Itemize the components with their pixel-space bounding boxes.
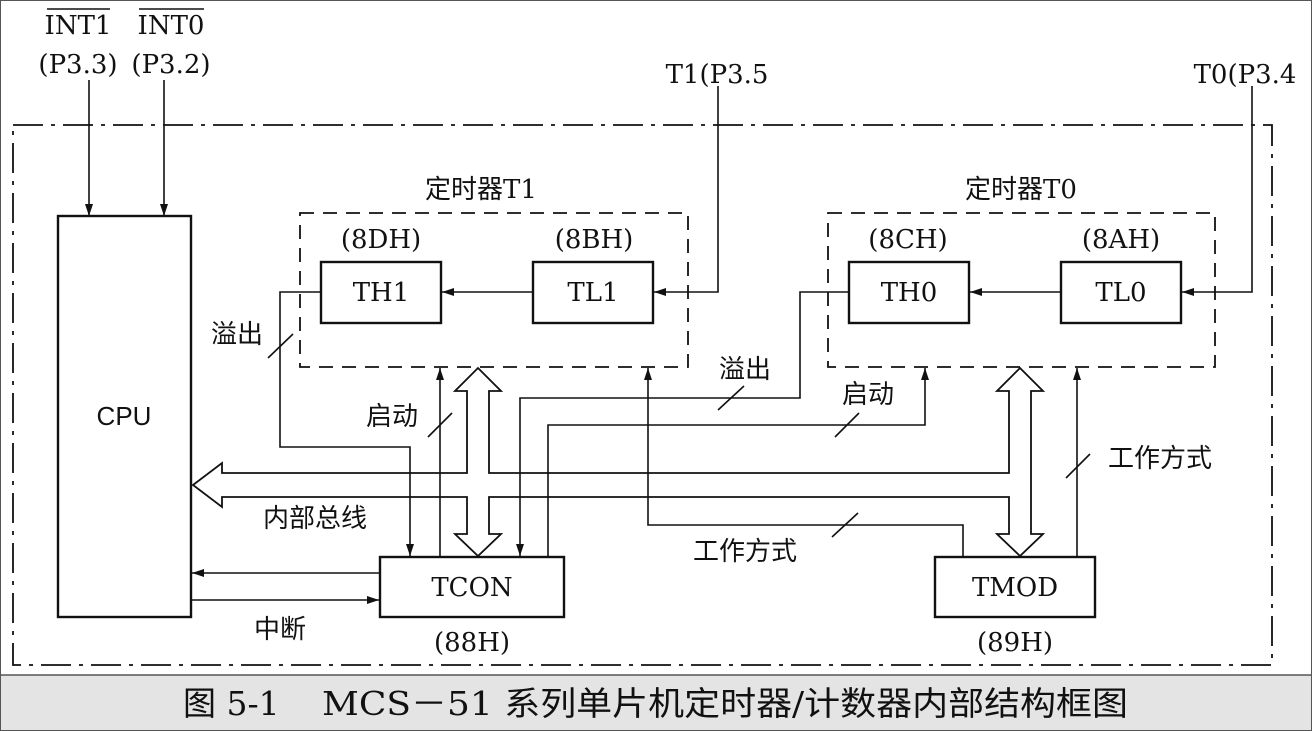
t1-mode-label: 工作方式 [693, 537, 797, 567]
th0-address: (8CH) [868, 225, 947, 255]
interrupt-label: 中断 [254, 615, 306, 645]
int0-pin-label: (P3.2) [131, 50, 210, 80]
t1-overflow-label: 溢出 [211, 320, 263, 350]
t0-start-label: 启动 [842, 380, 894, 410]
tl1-address: (8BH) [555, 225, 634, 255]
chip-boundary [12, 124, 1273, 666]
t1-mode-wire [644, 368, 964, 557]
tl0-register [1059, 260, 1183, 325]
tcon-register [378, 555, 566, 619]
tl1-register [531, 260, 655, 325]
t1-mode-slash [831, 512, 859, 538]
t1-pin-label: T1(P3.5 [666, 60, 769, 90]
tcon-label: TCON [431, 573, 512, 603]
t1-start-slash [427, 412, 453, 438]
timer0-group [827, 212, 1216, 368]
tl0-label: TL0 [1095, 278, 1146, 308]
th0-overflow-slash [717, 385, 745, 411]
t0-start-slash [834, 412, 860, 438]
timer1-title: 定时器T1 [425, 175, 537, 205]
t0-input-wire [1182, 86, 1253, 296]
t0-overflow-label: 溢出 [719, 355, 771, 385]
tmod-address: (89H) [977, 628, 1053, 658]
th0-overflow-wire [516, 291, 849, 556]
tmod-register [933, 555, 1097, 619]
int1-label: INT1 [45, 11, 112, 41]
internal-bus-label: 内部总线 [263, 504, 367, 534]
tl0-address: (8AH) [1082, 225, 1160, 255]
timer0-title: 定时器T0 [965, 175, 1077, 205]
caption-figure-number: 图 5-1 [183, 684, 280, 723]
tl1-label: TL1 [567, 278, 618, 308]
tmod-label: TMOD [972, 573, 1058, 603]
t0-mode-slash [1065, 453, 1091, 479]
caption-title: MCS－51 系列单片机定时器/计数器内部结构框图 [322, 684, 1128, 723]
int0-label: INT0 [138, 11, 205, 41]
th1-overflow-slash [267, 333, 294, 359]
t0-start-wire [547, 368, 929, 557]
t0-mode-label: 工作方式 [1108, 444, 1212, 474]
cpu-block [56, 214, 193, 619]
timer1-group [299, 212, 689, 368]
th0-register [847, 260, 971, 325]
th1-address: (8DH) [341, 225, 421, 255]
t0-pin-label: T0(P3.4 [1194, 60, 1297, 90]
th0-label: TH0 [881, 278, 938, 308]
th1-overflow-wire [279, 291, 414, 556]
cpu-label: CPU [97, 401, 152, 431]
internal-bus [191, 366, 1046, 558]
th1-label: TH1 [353, 278, 410, 308]
t1-start-label: 启动 [366, 402, 418, 432]
t1-input-wire [654, 86, 719, 296]
int1-pin-label: (P3.3) [38, 50, 117, 80]
tcon-address: (88H) [434, 628, 510, 658]
caption-bar [1, 675, 1311, 730]
th1-register [319, 260, 443, 325]
